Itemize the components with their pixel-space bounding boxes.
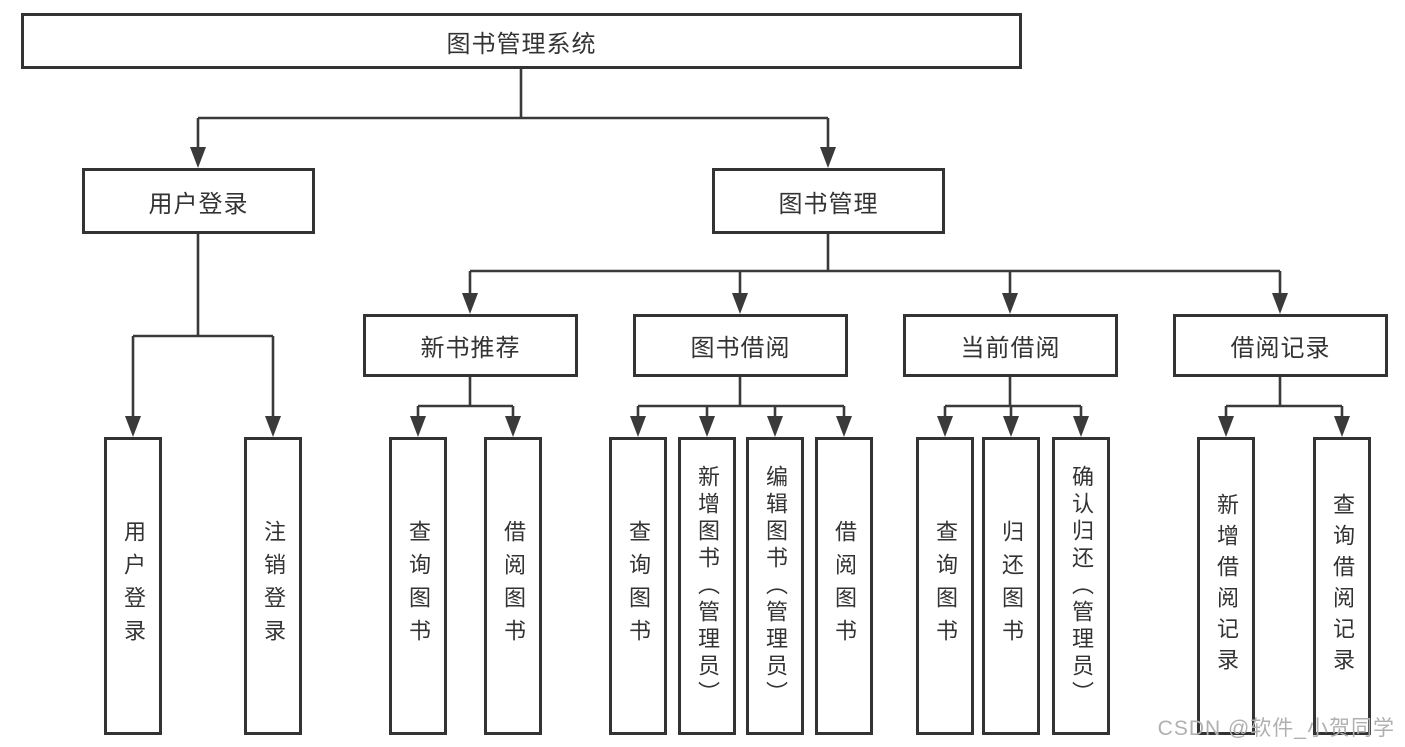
leaf-user-login: 用户登录 bbox=[104, 437, 162, 735]
leaf-label: 借阅图书 bbox=[501, 520, 526, 652]
leaf-label: 查询图书 bbox=[933, 520, 958, 652]
arrow-down-icons bbox=[125, 147, 1350, 437]
leaf-current-query-books: 查询图书 bbox=[916, 437, 974, 735]
connector-wires bbox=[131, 68, 1344, 420]
leaf-record-query-borrow-record: 查询借阅记录 bbox=[1313, 437, 1371, 735]
leaf-label: 查询图书 bbox=[626, 520, 651, 652]
node-label: 用户登录 bbox=[148, 190, 249, 218]
node-label: 借阅记录 bbox=[1230, 335, 1331, 362]
leaf-label: 新增图书（管理员） bbox=[695, 464, 720, 708]
node-new-book-recommend: 新书推荐 bbox=[363, 314, 578, 377]
leaf-record-add-borrow-record: 新增借阅记录 bbox=[1197, 437, 1255, 735]
leaf-current-confirm-return-admin: 确认归还（管理员） bbox=[1052, 437, 1110, 735]
node-label: 当前借阅 bbox=[960, 335, 1061, 362]
leaf-current-return-books: 归还图书 bbox=[982, 437, 1040, 735]
leaf-label: 确认归还（管理员） bbox=[1069, 464, 1094, 708]
leaf-recommend-borrow-books: 借阅图书 bbox=[484, 437, 542, 735]
node-library-system: 图书管理系统 bbox=[21, 13, 1022, 69]
node-label: 新书推荐 bbox=[420, 335, 521, 362]
leaf-label: 用户登录 bbox=[121, 520, 146, 652]
leaf-label: 新增借阅记录 bbox=[1214, 493, 1239, 679]
node-book-management: 图书管理 bbox=[712, 168, 945, 234]
node-label: 图书管理 bbox=[778, 190, 879, 218]
node-user-login: 用户登录 bbox=[82, 168, 315, 234]
node-current-borrow: 当前借阅 bbox=[903, 314, 1118, 377]
node-label: 图书管理系统 bbox=[446, 30, 597, 58]
leaf-borrow-query-books: 查询图书 bbox=[609, 437, 667, 735]
leaf-borrow-add-books-admin: 新增图书（管理员） bbox=[678, 437, 736, 735]
leaf-logout: 注销登录 bbox=[244, 437, 302, 735]
node-label: 图书借阅 bbox=[690, 335, 791, 362]
leaf-label: 查询图书 bbox=[406, 520, 431, 652]
leaf-label: 借阅图书 bbox=[832, 520, 857, 652]
leaf-label: 编辑图书（管理员） bbox=[763, 464, 788, 708]
node-borrow-record: 借阅记录 bbox=[1173, 314, 1388, 377]
leaf-recommend-query-books: 查询图书 bbox=[389, 437, 447, 735]
leaf-borrow-edit-books-admin: 编辑图书（管理员） bbox=[746, 437, 804, 735]
leaf-label: 归还图书 bbox=[999, 520, 1024, 652]
watermark: CSDN @软件_小贺同学 bbox=[1157, 717, 1395, 740]
node-book-borrow: 图书借阅 bbox=[633, 314, 848, 377]
leaf-label: 查询借阅记录 bbox=[1330, 493, 1355, 679]
leaf-borrow-borrow-books: 借阅图书 bbox=[815, 437, 873, 735]
leaf-label: 注销登录 bbox=[261, 520, 286, 652]
